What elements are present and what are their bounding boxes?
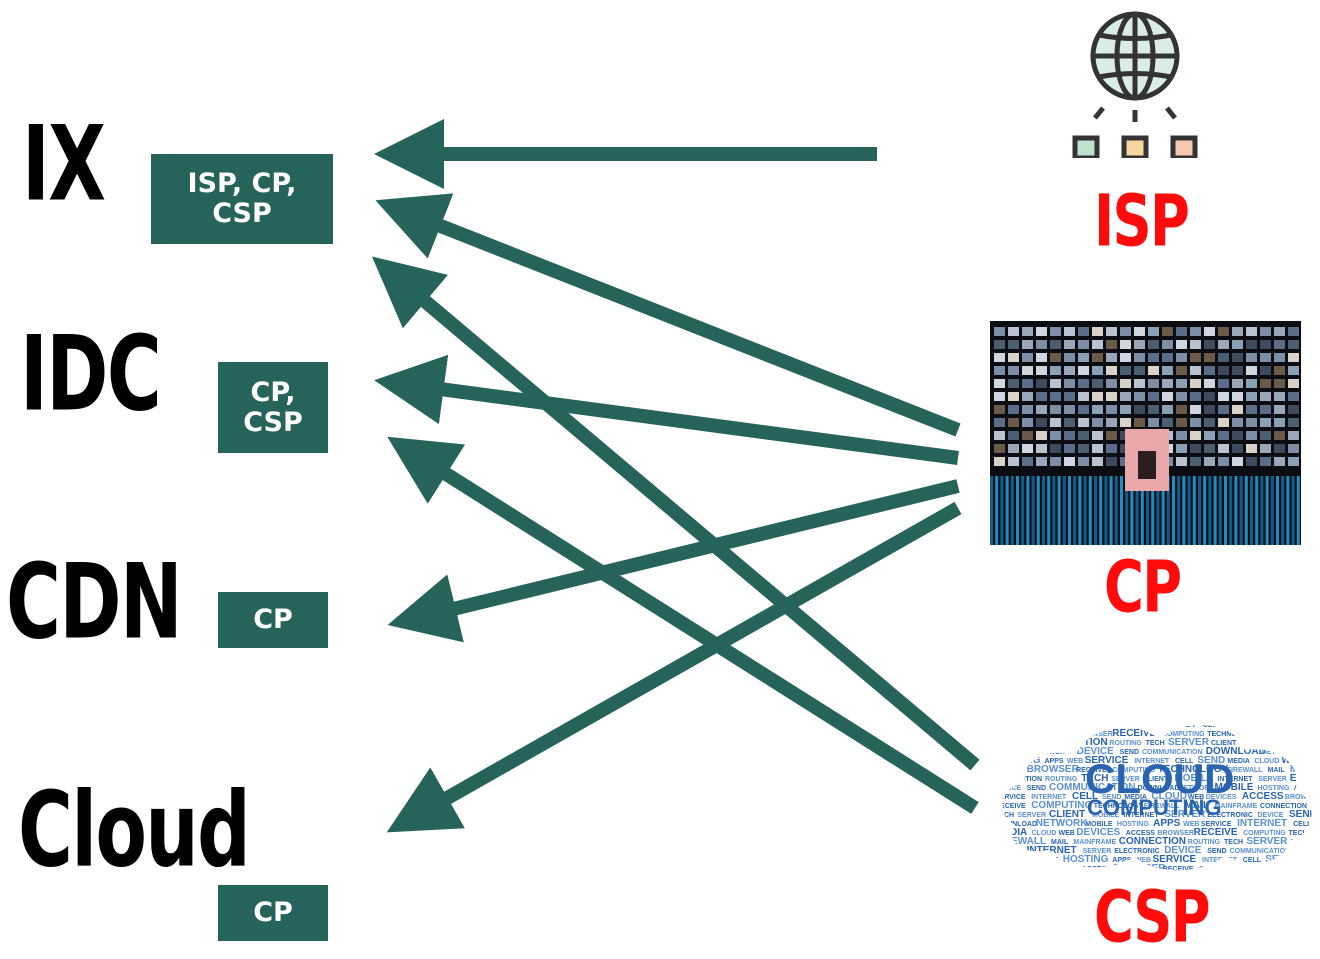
cloud-word: WEB (1022, 863, 1045, 874)
cloud-box: CP (218, 885, 328, 941)
cloud-word: TECH (1224, 839, 1243, 846)
cloud-word: DOWNLOAD (1293, 845, 1320, 856)
cloud-word: DEVICES (995, 728, 1039, 739)
cloud-word: TECHNOLOGY (1244, 863, 1315, 874)
cloud-word: TECH (995, 812, 1014, 819)
cloud-word: SERVICE (995, 794, 1026, 801)
cloud-word: MAIL (1313, 731, 1320, 738)
cloud-word: ELECTRONIC (1027, 749, 1073, 756)
cloud-word: CLOUD (995, 866, 1020, 873)
cloud-word: MOBILE (995, 848, 1023, 855)
cloud-word: RECEIVE (1112, 728, 1156, 739)
cloud-word: CLIENT (1289, 839, 1315, 846)
cloud-word: SEND (1225, 722, 1244, 729)
cloud-word-computing: COMPUTING (1087, 795, 1221, 820)
cloud-word: ELECTRONIC (1290, 773, 1320, 784)
ix-label: IX (22, 112, 104, 216)
cloud-word: ACCESS (995, 767, 1025, 774)
cloud-word: CONNECTION (995, 776, 1042, 783)
cloud-word: INTERNET (1274, 737, 1320, 748)
cloud-word: BROWSER (1113, 863, 1166, 874)
cloud-word: ACCESS (1242, 791, 1284, 802)
cloud-word: COMPUTING (1199, 866, 1242, 873)
cloud-word: SERVER (1246, 836, 1288, 847)
cloud-word: NETWORK (995, 857, 1031, 864)
cloud-word: CLOUD (1254, 758, 1279, 765)
cloud-word: RECEIVE (1163, 866, 1194, 873)
cloud-word: BROWSER (1027, 764, 1080, 775)
cloud-word: RECEIVE (1194, 827, 1238, 838)
cloud-word: FIREWALL (1313, 866, 1320, 873)
cloud-word: SEND (1316, 821, 1320, 828)
cloud-word: NETWORK (1262, 749, 1298, 756)
cloud-word: MAIL (1268, 767, 1286, 774)
cdn-box-line-1: CP (253, 605, 293, 635)
cloud-word: APPS (1063, 719, 1091, 730)
cp-label: CP (1104, 552, 1180, 624)
cloud-word: TECHNOLOGY (1289, 830, 1320, 837)
cdn-box: CP (218, 592, 328, 648)
cloud-word: CLOUD (1284, 722, 1309, 729)
cloud-word: HOSTING (1027, 722, 1059, 729)
arrow-csp-to-ix (388, 270, 975, 765)
idc-box: CP, CSP (218, 362, 328, 453)
cloud-word: MEDIA (1295, 857, 1318, 864)
cloud-box-line-1: CP (253, 898, 293, 928)
cloud-word: DEVICES (1046, 866, 1077, 873)
cloud-word: WEB (1316, 782, 1320, 793)
cloud-word: SEND (1265, 854, 1293, 865)
cloud-word: BROWSER (1285, 794, 1320, 801)
cloud-word: WEB (1093, 722, 1109, 729)
isp-label: ISP (1094, 186, 1188, 258)
cloud-word: DEVICES (1305, 758, 1320, 765)
ix-box-line-2: CSP (188, 199, 297, 229)
cloud-word: SERVER (995, 749, 1024, 756)
cloud-word: WEB (1311, 722, 1320, 729)
ix-box-line-1: ISP, CP, (188, 169, 297, 199)
cloud-word: HOSTING (1117, 821, 1149, 828)
cloud-word: DEVICE (995, 785, 1021, 792)
cloud-word: ACCESS (1082, 866, 1112, 873)
cloud-word: MOBILE (995, 722, 1023, 729)
idc-box-line-2: CSP (243, 408, 303, 438)
cloud-label: Cloud (18, 778, 249, 882)
cloud-word: MOBILE (1031, 857, 1059, 864)
cloud-word: INTERNET (1147, 719, 1197, 730)
cloud-word: CELL (1293, 821, 1312, 828)
cloud-word: SEND (1027, 785, 1046, 792)
cloud-word: ACCESS (1045, 731, 1075, 738)
cloud-word: MOBILE (1243, 740, 1271, 747)
cloud-word: MEDIA (1248, 719, 1280, 730)
cloud-word: RECEIVE (995, 803, 1026, 810)
cloud-word: ROUTING (1109, 740, 1142, 747)
cloud-word: MAINFRAME (995, 740, 1038, 747)
cloud-word: APPS (1294, 785, 1313, 792)
cloud-word: SERVER (1258, 776, 1287, 783)
cloud-word: CELL (1203, 722, 1222, 729)
video-wall-image (990, 321, 1301, 545)
cloud-word: HOSTING (1063, 854, 1109, 865)
csp-label: CSP (1094, 882, 1209, 954)
cloud-word: MAINFRAME (1073, 839, 1116, 846)
globe-network-icon (1065, 8, 1205, 158)
cloud-word: SERVER (1168, 737, 1210, 748)
cloud-word: SEND (1289, 809, 1317, 820)
cdn-label: CDN (6, 550, 181, 654)
ix-box: ISP, CP, CSP (151, 154, 333, 244)
cloud-word: FIREWALL (1257, 728, 1308, 739)
cloud-word: MOBILE (1298, 749, 1320, 756)
idc-box-line-1: CP, (243, 378, 303, 408)
cloud-word: TECHNOLOGY (1207, 731, 1257, 738)
cloud-word: WEB (1059, 830, 1075, 837)
cloud-word: INTERNET (1237, 818, 1287, 829)
cloud-word: DEVICES (1076, 827, 1120, 838)
cloud-word: TECH (1146, 740, 1165, 747)
cloud-word: WEB (1281, 755, 1304, 766)
cloud-word: ROUTING (1310, 800, 1320, 811)
cloud-word: INTERNET (1202, 857, 1238, 864)
cloud-word: SEND (1207, 848, 1226, 855)
idc-label: IDC (20, 322, 160, 426)
